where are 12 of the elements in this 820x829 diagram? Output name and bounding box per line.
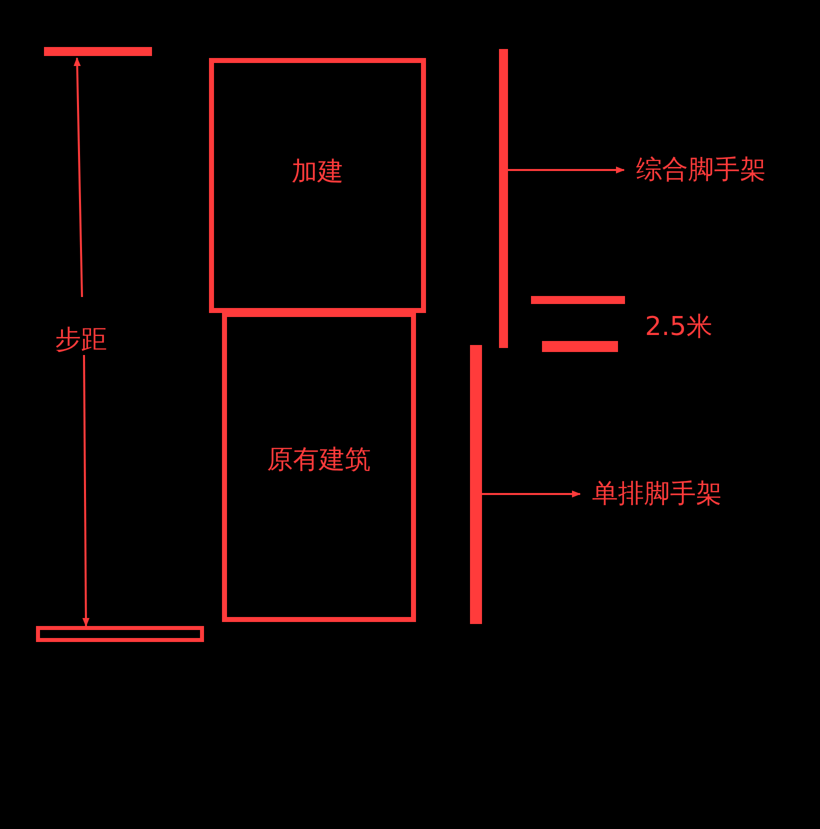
building-box [209, 58, 426, 313]
building-label: 原有建筑 [267, 447, 371, 473]
spacing-label: 2.5米 [645, 314, 712, 340]
scaffold-label: 单排脚手架 [592, 481, 722, 507]
scaffold-label: 综合脚手架 [636, 157, 766, 183]
scaffold-bar [470, 345, 482, 624]
arrow [508, 166, 625, 174]
building-label: 加建 [292, 158, 344, 184]
building-box [222, 312, 416, 622]
dimension-label: 步距 [55, 327, 107, 353]
arrow [482, 490, 581, 498]
scaffold-bar [499, 49, 508, 348]
